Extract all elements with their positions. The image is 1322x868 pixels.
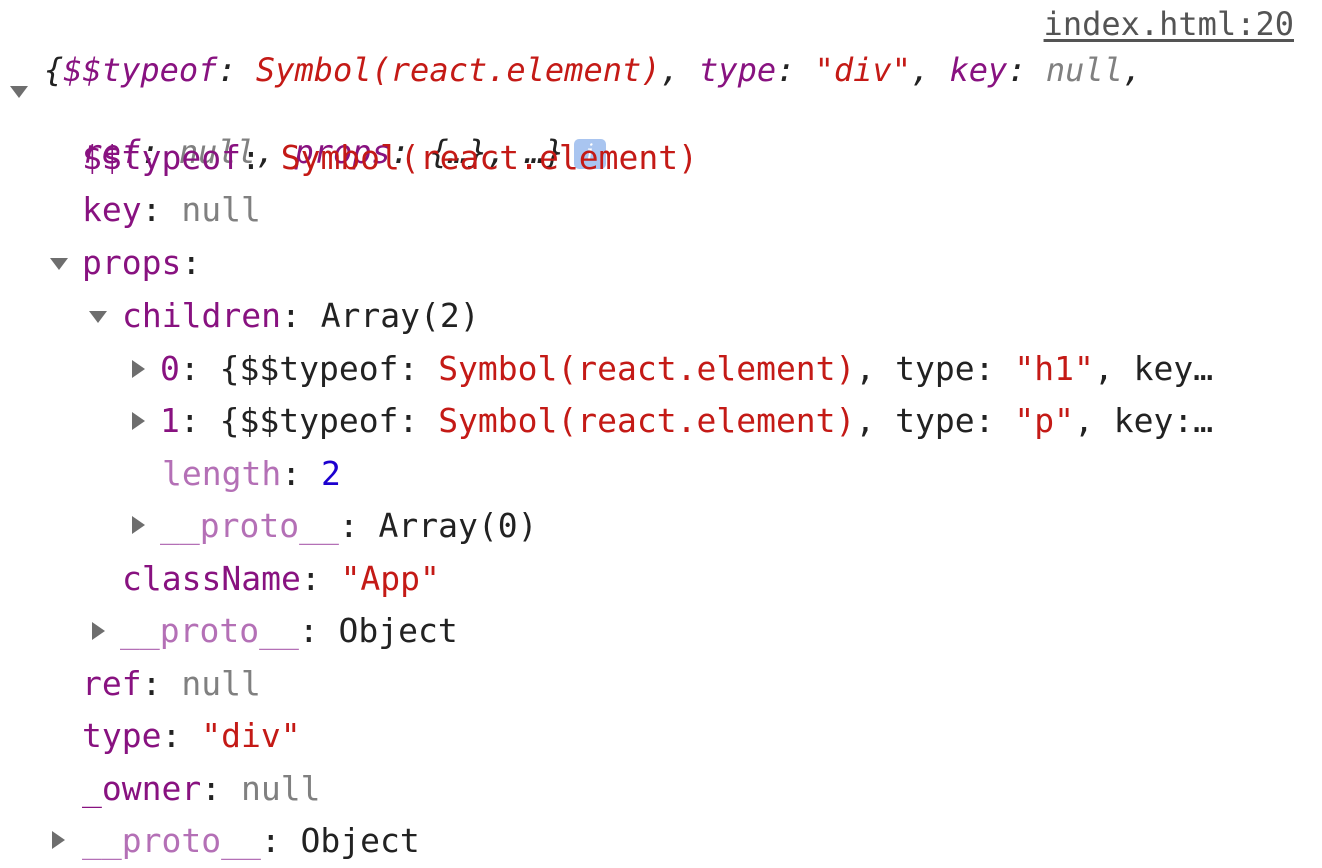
token: , [910,51,950,89]
token: : [141,190,182,229]
token: $$typeof [239,401,399,440]
token: "App" [340,559,440,598]
token: : [240,138,281,177]
token: ref [82,133,141,171]
token: : [201,769,241,808]
token: , key:… [1073,401,1214,440]
token: null [181,190,261,229]
row-children-proto[interactable]: __proto__: Array(0) [160,506,538,546]
token: 1 [160,401,180,440]
row-props-proto[interactable]: __proto__: Object [120,611,458,651]
row-root-proto[interactable]: __proto__: Object [82,821,420,861]
child-1-toggle-icon[interactable] [132,412,145,430]
token: : {…}, …} [390,133,565,171]
token: Symbol(react.element) [438,349,856,388]
token: props [82,243,182,282]
token: key [82,190,142,229]
token: $$typeof [82,138,241,177]
token: type [699,51,777,89]
object-summary-line-2: ref: null, props: {…}, …} i [44,92,607,171]
info-icon[interactable]: i [574,139,607,169]
token: null [178,133,256,171]
token: : [141,664,182,703]
token: , type: [855,401,1015,440]
token: : [140,133,179,171]
token: { [44,51,64,89]
token: length [162,454,282,493]
row-key: key: null [82,190,261,230]
token: key [949,51,1008,89]
token: : [398,349,439,388]
token: Symbol(react.element) [255,51,661,89]
row-child-0[interactable]: 0: {$$typeof: Symbol(react.element), typ… [160,349,1213,389]
token: , type: [855,349,1015,388]
row-classname: className: "App" [122,559,440,599]
token: Symbol(react.element) [280,138,698,177]
token: _owner [82,769,202,808]
token: : [398,401,439,440]
token: props [294,133,391,171]
token: className [122,559,301,598]
token: : [161,716,202,755]
children-toggle-icon[interactable] [89,311,107,323]
row-child-1[interactable]: 1: {$$typeof: Symbol(react.element), typ… [160,401,1213,441]
object-summary-line-2-text: ref: null, props: {…}, …} [83,133,565,171]
token: Symbol(react.element) [438,401,856,440]
token: , key… [1093,349,1214,388]
token: type [82,716,162,755]
row-ref: ref: null [82,664,261,704]
object-summary-line-1: {$$typeof: Symbol(react.element), type: … [44,50,1142,90]
root-proto-toggle-icon[interactable] [52,831,65,849]
token: "h1" [1014,349,1094,388]
token: $$typeof [239,349,399,388]
token: : [281,454,321,493]
token: ref [82,664,142,703]
token: : Object [298,611,458,650]
props-toggle-icon[interactable] [50,258,68,270]
token: __proto__ [82,821,261,860]
row-typeof: $$typeof: Symbol(react.element) [82,138,698,178]
token: : [181,243,202,282]
token: null [1045,51,1123,89]
row-type: type: "div" [82,716,301,756]
source-link[interactable]: index.html:20 [1043,5,1294,43]
token: $$typeof [63,51,218,89]
token: : [1007,51,1046,89]
token: "p" [1014,401,1074,440]
token: : [217,51,256,89]
token: "div" [201,716,301,755]
token: null [181,664,261,703]
token: : [776,51,815,89]
token: , [255,133,295,171]
token: children [122,296,281,335]
token: : [300,559,341,598]
token: : Array(2) [280,296,480,335]
token: : Array(0) [338,506,538,545]
token: , [660,51,700,89]
token: : { [179,401,240,440]
token: __proto__ [160,506,339,545]
token: __proto__ [120,611,299,650]
props-proto-toggle-icon[interactable] [92,622,105,640]
row-length: length: 2 [162,454,341,494]
child-0-toggle-icon[interactable] [132,360,145,378]
token: "div" [814,51,911,89]
row-props[interactable]: props: [82,243,201,283]
expand-toggle-icon[interactable] [10,86,28,98]
row-owner: _owner: null [82,769,320,809]
token: : Object [260,821,420,860]
token: 0 [160,349,180,388]
row-children[interactable]: children: Array(2) [122,296,480,336]
token: : { [179,349,240,388]
token: 2 [320,454,341,493]
token: , [1122,51,1143,89]
children-proto-toggle-icon[interactable] [132,516,145,534]
token: null [240,769,321,808]
